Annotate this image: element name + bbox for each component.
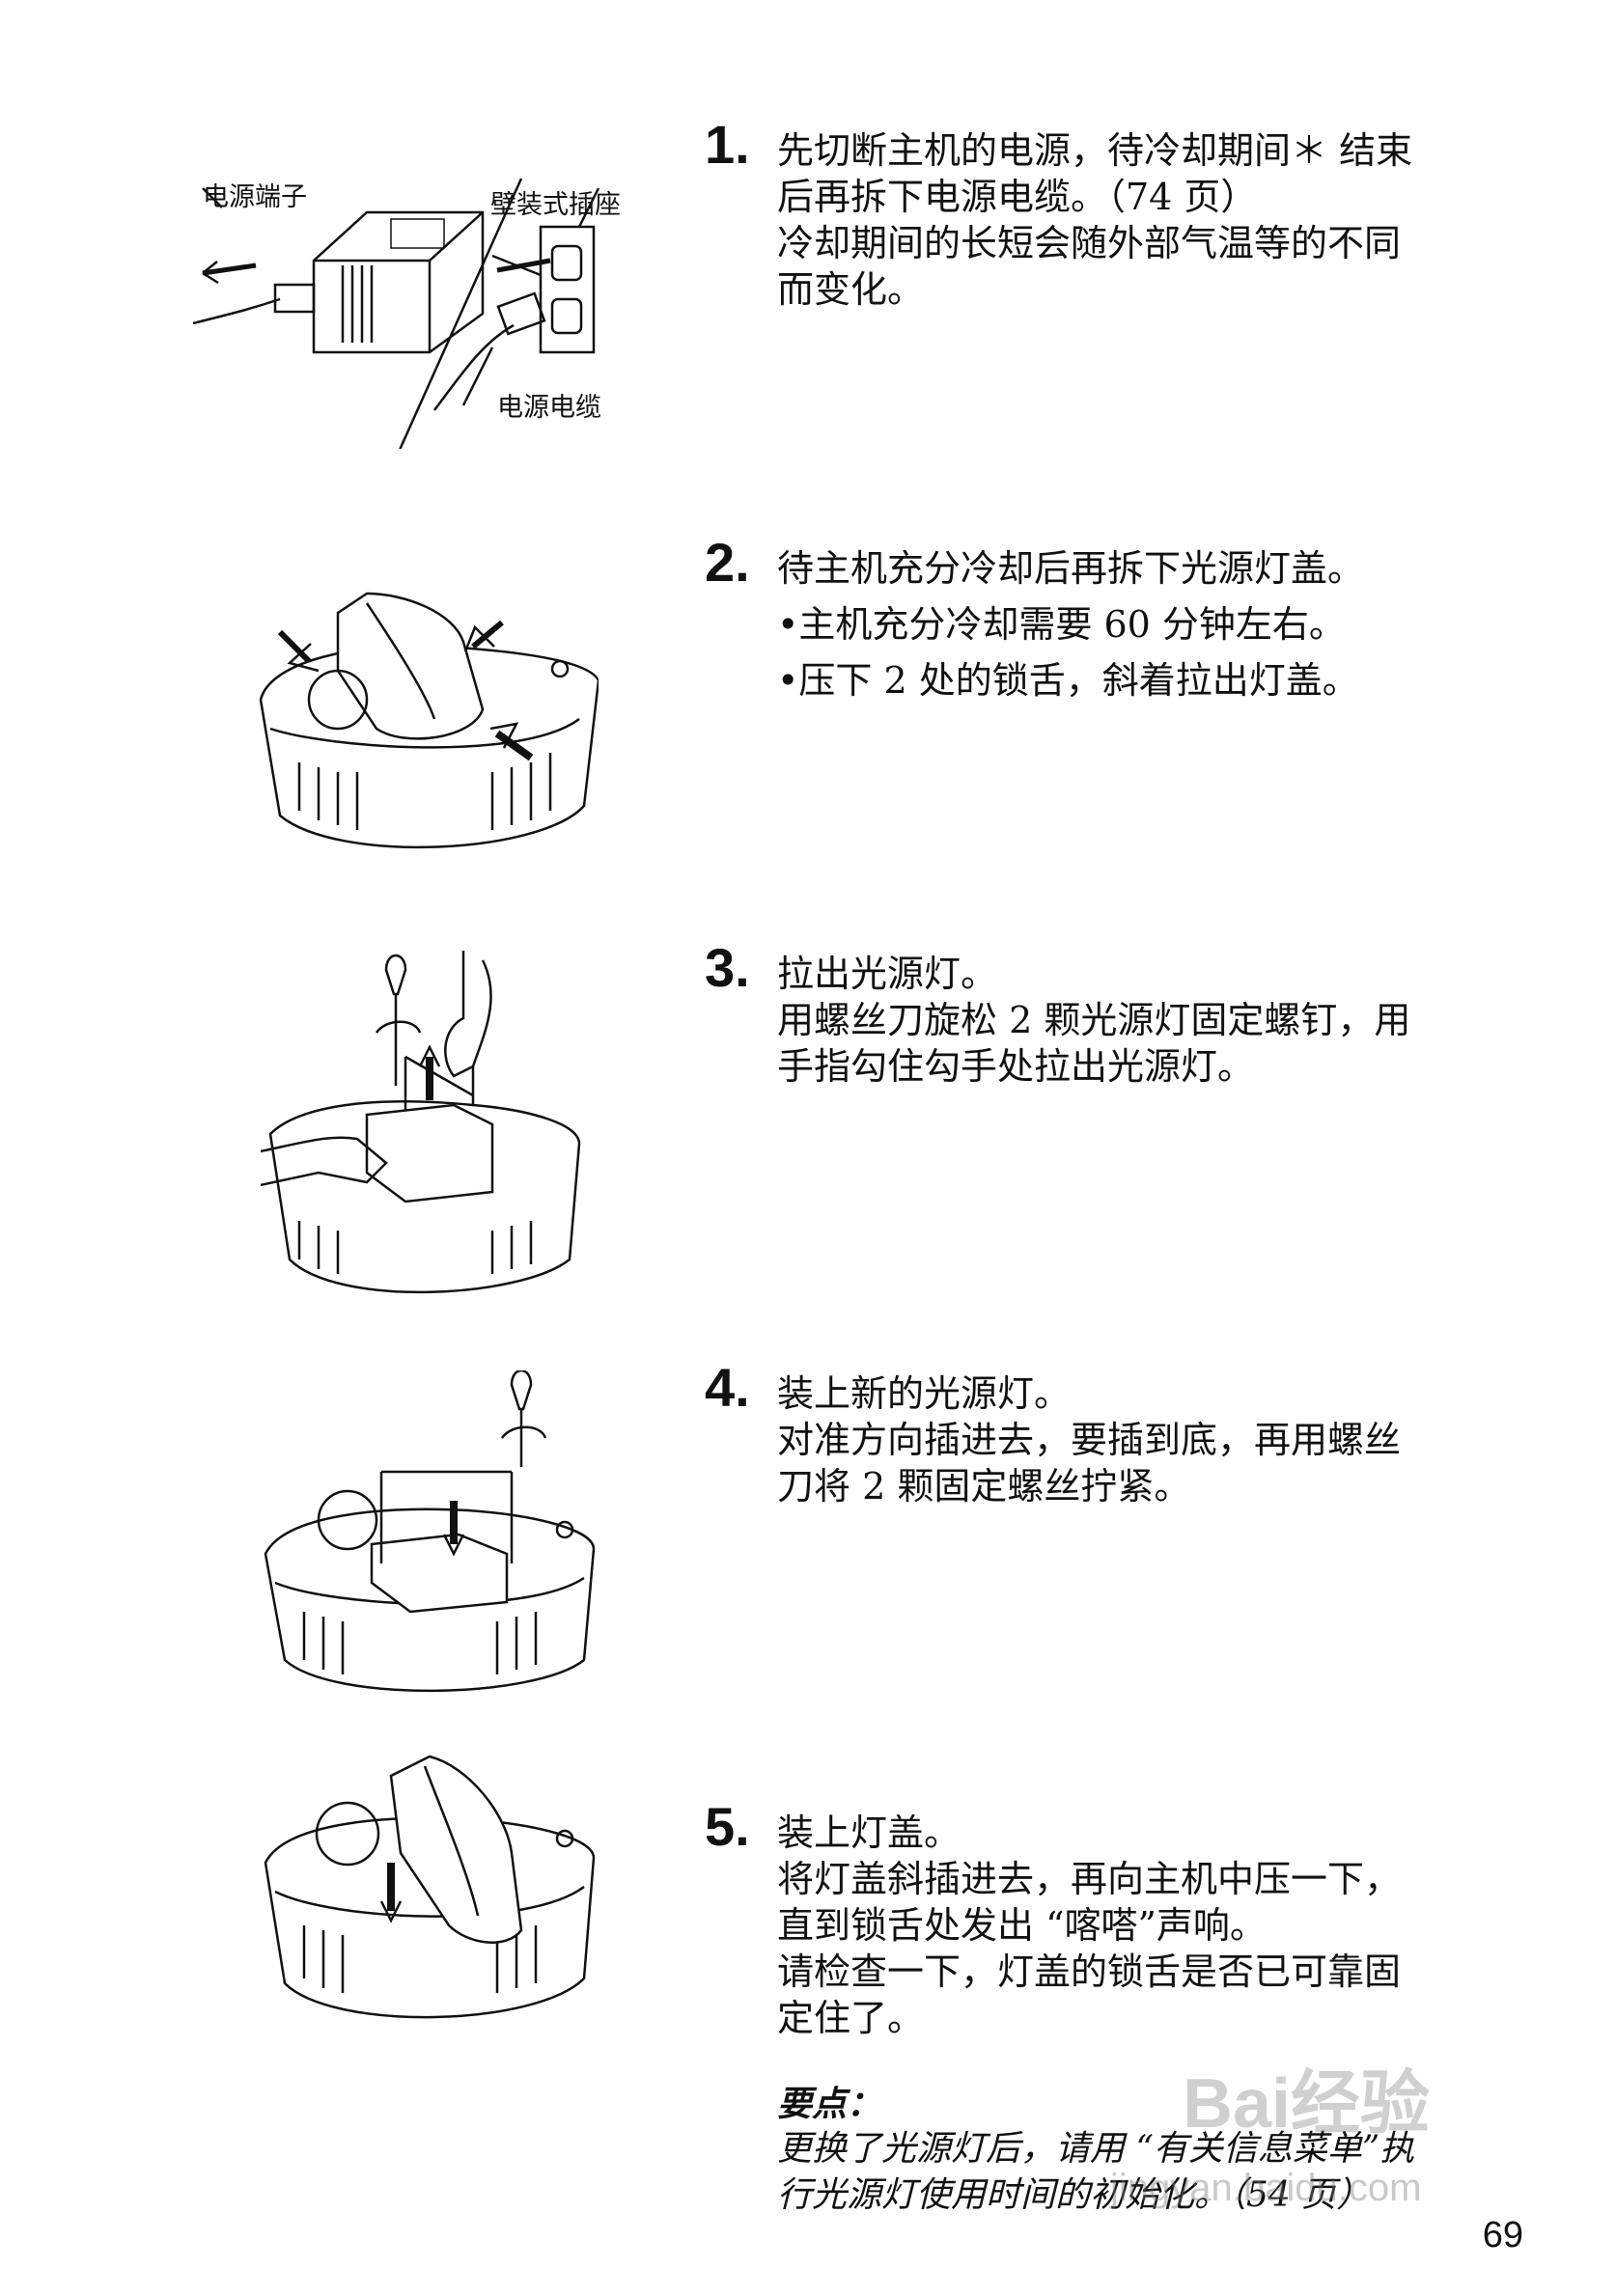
step-text: 刀将 2 颗固定螺丝拧紧。 xyxy=(777,1465,1191,1508)
step-text: 请检查一下，灯盖的锁舌是否已可靠固 xyxy=(777,1950,1402,1993)
bullet-item: 压下 2 处的锁舌，斜着拉出灯盖。 xyxy=(777,657,1535,704)
step-title: 装上新的光源灯。 xyxy=(777,1372,1072,1415)
step-title: 拉出光源灯。 xyxy=(777,953,998,995)
watermark-brand: Bai经验 xyxy=(1183,2065,1431,2143)
figure-remove-cover xyxy=(251,555,599,883)
step-4: 4. 装上新的光源灯。 对准方向插进去，要插到底，再用螺丝 刀将 2 颗固定螺丝… xyxy=(705,1361,1535,1509)
step-text: 定住了。 xyxy=(777,1997,925,2039)
step-text: 对准方向插进去，要插到底，再用螺丝 xyxy=(777,1419,1402,1461)
note-text: 更换了光源灯后，请用 “有关信息菜单”执 xyxy=(777,2129,1415,2169)
label-wall-outlet: 壁装式插座 xyxy=(490,190,621,220)
note-title: 要点： xyxy=(777,2085,882,2124)
label-power-cable: 电源电缆 xyxy=(497,393,601,423)
step-text: 直到锁舌处发出 “喀嗒”声响。 xyxy=(777,1904,1267,1947)
step-text: 将灯盖斜插进去，再向主机中压一下， xyxy=(777,1858,1402,1900)
bullet-item: 主机充分冷却需要 60 分钟左右。 xyxy=(777,601,1535,648)
step-number: 1. xyxy=(705,114,750,175)
step-1: 1. 先切断主机的电源，待冷却期间＊ 结束 后再拆下电源电缆。（74 页） 冷却… xyxy=(705,118,1535,313)
figure-install-lamp xyxy=(256,1370,603,1708)
step-title: 装上灯盖。 xyxy=(777,1812,961,1854)
step-text: 手指勾住勾手处拉出光源灯。 xyxy=(777,1045,1255,1088)
step-title: 待主机充分冷却后再拆下光源灯盖。 xyxy=(777,547,1365,590)
step-number: 5. xyxy=(705,1796,750,1857)
label-power-terminal: 电源端子 xyxy=(203,182,307,212)
step-text: 后再拆下电源电缆。（74 页） xyxy=(777,176,1258,218)
note-text: 行光源灯使用时间的初始化。（54 页） xyxy=(777,2175,1372,2215)
watermark-url: jingyan.baidu.com xyxy=(1110,2167,1422,2209)
step-3: 3. 拉出光源灯。 用螺丝刀旋松 2 颗光源灯固定螺钉，用 手指勾住勾手处拉出光… xyxy=(705,941,1535,1090)
step-number: 2. xyxy=(705,532,750,593)
step-2: 2. 待主机充分冷却后再拆下光源灯盖。 主机充分冷却需要 60 分钟左右。 压下… xyxy=(705,536,1535,704)
figure-pull-lamp xyxy=(261,941,589,1308)
step-text: 冷却期间的长短会随外部气温等的不同 xyxy=(777,222,1402,264)
note-block: 要点： 更换了光源灯后，请用 “有关信息菜单”执 行光源灯使用时间的初始化。（5… xyxy=(777,2076,1535,2219)
figure-power-cable xyxy=(174,169,676,449)
page-number: 69 xyxy=(1482,2215,1523,2255)
step-number: 4. xyxy=(705,1357,750,1418)
step-text: 而变化。 xyxy=(777,268,925,311)
figure-attach-cover xyxy=(256,1737,603,2065)
step-title: 先切断主机的电源，待冷却期间＊ 结束 xyxy=(777,129,1413,172)
step-number: 3. xyxy=(705,937,750,998)
step-5: 5. 装上灯盖。 将灯盖斜插进去，再向主机中压一下， 直到锁舌处发出 “喀嗒”声… xyxy=(705,1800,1535,2219)
step-text: 用螺丝刀旋松 2 颗光源灯固定螺钉，用 xyxy=(777,999,1411,1041)
